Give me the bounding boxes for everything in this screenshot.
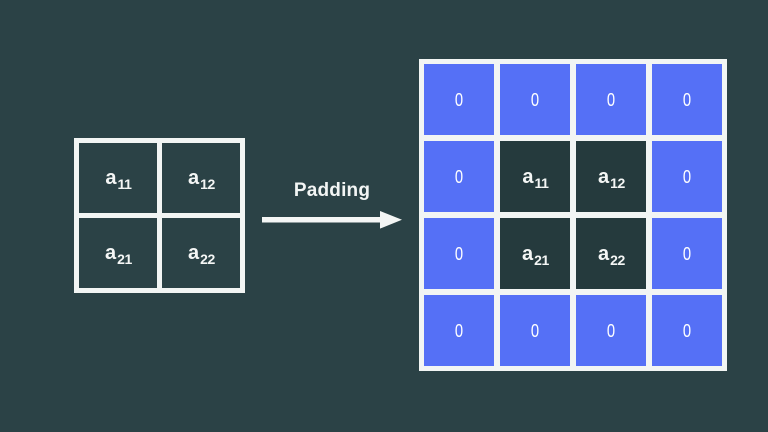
padded-matrix-cell-zero: 0 bbox=[424, 295, 494, 366]
term-base: a bbox=[187, 167, 200, 189]
padded-matrix-cell-zero: 0 bbox=[576, 295, 646, 366]
term-base: a bbox=[521, 242, 534, 265]
matrix-term: a21 bbox=[521, 242, 549, 267]
term-base: a bbox=[522, 165, 534, 188]
padded-matrix: 0 0 0 0 0 a11 a12 0 0 a21 a2 bbox=[419, 59, 727, 371]
zero-value: 0 bbox=[530, 89, 540, 110]
zero-value: 0 bbox=[454, 166, 464, 187]
term-base: a bbox=[104, 242, 117, 264]
zero-value: 0 bbox=[454, 243, 464, 264]
zero-value: 0 bbox=[682, 320, 692, 341]
padded-matrix-cell-zero: 0 bbox=[576, 64, 646, 135]
term-subscript: 11 bbox=[117, 176, 132, 192]
padded-matrix-cell-zero: 0 bbox=[652, 64, 722, 135]
matrix-term: a22 bbox=[187, 242, 215, 266]
input-matrix-cell: a22 bbox=[162, 218, 240, 288]
padded-matrix-cell-value: a11 bbox=[500, 141, 570, 212]
arrow-right-icon bbox=[262, 211, 402, 229]
term-subscript: 11 bbox=[534, 174, 549, 191]
padding-label: Padding bbox=[293, 180, 371, 201]
term-base: a bbox=[187, 242, 200, 264]
zero-value: 0 bbox=[530, 320, 540, 341]
padded-matrix-cell-zero: 0 bbox=[424, 218, 494, 289]
term-base: a bbox=[597, 165, 610, 188]
padded-matrix-cell-zero: 0 bbox=[652, 141, 722, 212]
matrix-term: a11 bbox=[522, 165, 549, 190]
input-matrix-cell: a12 bbox=[162, 143, 240, 213]
term-subscript: 12 bbox=[610, 174, 626, 191]
matrix-term: a22 bbox=[597, 242, 625, 267]
padded-matrix-cell-value: a22 bbox=[576, 218, 646, 289]
matrix-term: a21 bbox=[104, 242, 132, 266]
matrix-term: a12 bbox=[597, 165, 625, 190]
zero-value: 0 bbox=[454, 320, 464, 341]
padded-matrix-cell-zero: 0 bbox=[500, 64, 570, 135]
matrix-term: a12 bbox=[187, 167, 215, 191]
matrix-term: a11 bbox=[105, 167, 132, 191]
zero-value: 0 bbox=[606, 320, 616, 341]
padding-transform-group: Padding bbox=[262, 180, 402, 232]
zero-value: 0 bbox=[682, 243, 692, 264]
padded-matrix-cell-zero: 0 bbox=[424, 64, 494, 135]
term-base: a bbox=[105, 167, 117, 189]
term-base: a bbox=[597, 242, 610, 265]
input-matrix-cell: a11 bbox=[79, 143, 157, 213]
padded-matrix-cell-value: a21 bbox=[500, 218, 570, 289]
padded-matrix-cell-zero: 0 bbox=[500, 295, 570, 366]
padded-matrix-cell-value: a12 bbox=[576, 141, 646, 212]
term-subscript: 21 bbox=[117, 251, 133, 267]
term-subscript: 12 bbox=[200, 176, 216, 192]
term-subscript: 22 bbox=[610, 251, 626, 268]
padded-matrix-cell-zero: 0 bbox=[424, 141, 494, 212]
input-matrix-cell: a21 bbox=[79, 218, 157, 288]
input-matrix: a11 a12 a21 a22 bbox=[74, 138, 245, 293]
zero-value: 0 bbox=[682, 89, 692, 110]
term-subscript: 22 bbox=[200, 251, 216, 267]
zero-value: 0 bbox=[454, 89, 464, 110]
padded-matrix-cell-zero: 0 bbox=[652, 218, 722, 289]
zero-value: 0 bbox=[606, 89, 616, 110]
padded-matrix-cell-zero: 0 bbox=[652, 295, 722, 366]
term-subscript: 21 bbox=[534, 251, 550, 268]
zero-value: 0 bbox=[682, 166, 692, 187]
